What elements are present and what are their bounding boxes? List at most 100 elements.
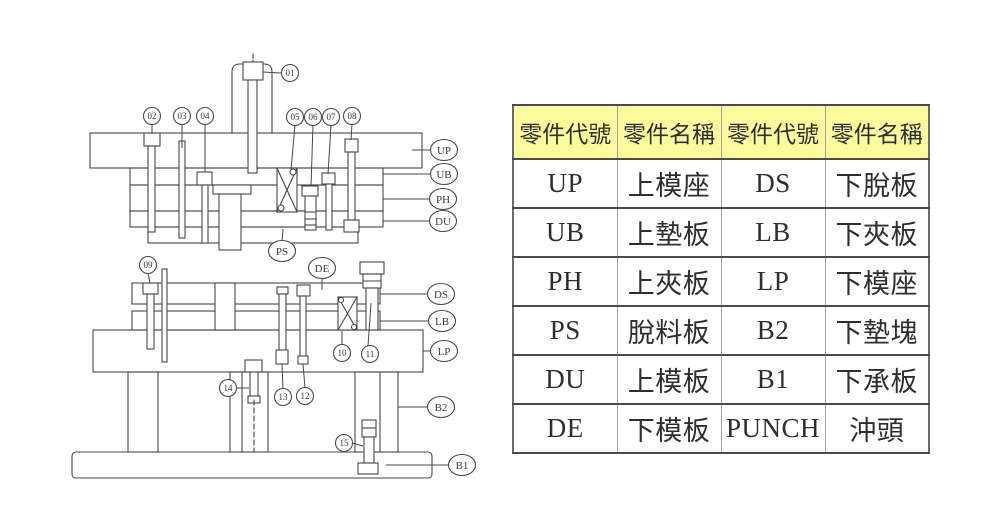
callout-UB: UB: [429, 162, 459, 186]
pin-shank: [278, 293, 287, 353]
bolt-head: [296, 284, 311, 297]
part-name-cell: 下模座: [824, 256, 930, 307]
callout-B1: B1: [447, 453, 477, 477]
balloon-number: 11: [366, 349, 375, 359]
bolt-shank: [299, 295, 307, 359]
part-code-cell: UB: [512, 207, 618, 258]
spacer-block-right: [354, 371, 399, 453]
bolt-head: [143, 132, 161, 147]
plate-ps: [147, 226, 359, 244]
callout-label: DE: [315, 263, 330, 275]
balloon-04: 04: [195, 106, 215, 126]
stepped-punch-body: [365, 287, 379, 331]
bolt-head: [244, 359, 263, 373]
callout-label: B1: [456, 460, 469, 472]
balloon-number: 15: [340, 438, 350, 448]
callout-ellipse: [447, 453, 477, 477]
callout-LB: LB: [427, 309, 457, 333]
balloon-number: 10: [338, 348, 348, 358]
leader-line: [302, 363, 306, 389]
balloon-12: 12: [295, 386, 315, 406]
balloon-01: 01: [280, 63, 300, 83]
part-name-cell: 上模座: [616, 158, 722, 209]
plate-ph: [129, 184, 384, 212]
balloon-06: 06: [303, 107, 323, 127]
stepped-punch-cap: [359, 261, 385, 275]
balloon-09: 09: [138, 255, 158, 275]
callout-DU: DU: [428, 209, 458, 233]
balloon-number: 12: [301, 391, 310, 401]
leader-line: [350, 123, 353, 141]
table-header-cell: 零件代號: [512, 104, 618, 160]
part-code-cell: B2: [720, 305, 826, 356]
bolt-head: [344, 138, 359, 153]
bolt-foot: [343, 219, 360, 233]
callout-LP: LP: [429, 339, 459, 363]
spacer-block-left: [127, 371, 159, 453]
part-name-cell: 下脫板: [824, 158, 930, 209]
callout-label: PS: [276, 246, 288, 258]
callout-ellipse: [426, 282, 456, 306]
part-code-cell: UP: [512, 158, 618, 209]
callout-label: DS: [434, 289, 448, 301]
callout-UP: UP: [429, 138, 459, 162]
dowel-pin: [178, 140, 186, 239]
balloon-number: 06: [309, 112, 319, 122]
leader-line: [147, 272, 151, 284]
part-code-cell: LP: [720, 256, 826, 307]
part-name-cell: 上模板: [616, 354, 722, 405]
punch-flange: [212, 184, 252, 195]
callout-label: LP: [438, 346, 451, 358]
balloon-10: 10: [332, 343, 352, 363]
balloon-05: 05: [285, 107, 305, 127]
pin-collar: [275, 349, 289, 365]
balloon-02: 02: [142, 106, 162, 126]
part-code-cell: DS: [720, 158, 826, 209]
balloon-circle: [334, 433, 354, 453]
bolt-band: [361, 427, 377, 438]
part-code-cell: PH: [512, 256, 618, 307]
balloon-14: 14: [218, 378, 238, 398]
balloon-circle: [303, 107, 323, 127]
bolt-foot: [357, 462, 379, 475]
callout-ellipse: [428, 187, 458, 211]
balloon-circle: [273, 387, 293, 407]
upper-fasteners: [143, 61, 360, 251]
part-name-cell: 上墊板: [616, 207, 722, 258]
bolt-head: [142, 282, 159, 295]
balloon-circle: [172, 106, 192, 126]
balloon-07: 07: [321, 107, 341, 127]
callout-B2: B2: [426, 395, 456, 419]
balloon-circle: [295, 386, 315, 406]
dowel-pin: [161, 268, 168, 363]
callout-ellipse: [267, 239, 297, 263]
bolt-shank: [347, 151, 356, 221]
callout-ellipse: [429, 138, 459, 162]
leader-line: [310, 124, 314, 187]
part-name-cell: 下夾板: [824, 207, 930, 258]
balloon-circle: [342, 106, 362, 126]
table-header-row: 零件代號零件名稱零件代號零件名稱: [512, 104, 930, 160]
balloon-circle: [285, 107, 305, 127]
callout-DS: DS: [426, 282, 456, 306]
callout-ellipse: [429, 162, 459, 186]
bolt-shank: [147, 145, 156, 233]
balloon-circle: [360, 344, 380, 364]
part-code-cell: B1: [720, 354, 826, 405]
balloon-number: 13: [279, 392, 289, 402]
guide-bushing: [214, 282, 236, 331]
part-code-cell: DE: [512, 403, 618, 454]
balloon-number: 03: [178, 111, 188, 121]
callout-PS: PS: [267, 239, 297, 263]
bolt-shank: [201, 184, 209, 244]
bolt-head: [321, 172, 336, 185]
balloon-number: 05: [291, 112, 301, 122]
callout-DE: DE: [307, 256, 337, 280]
